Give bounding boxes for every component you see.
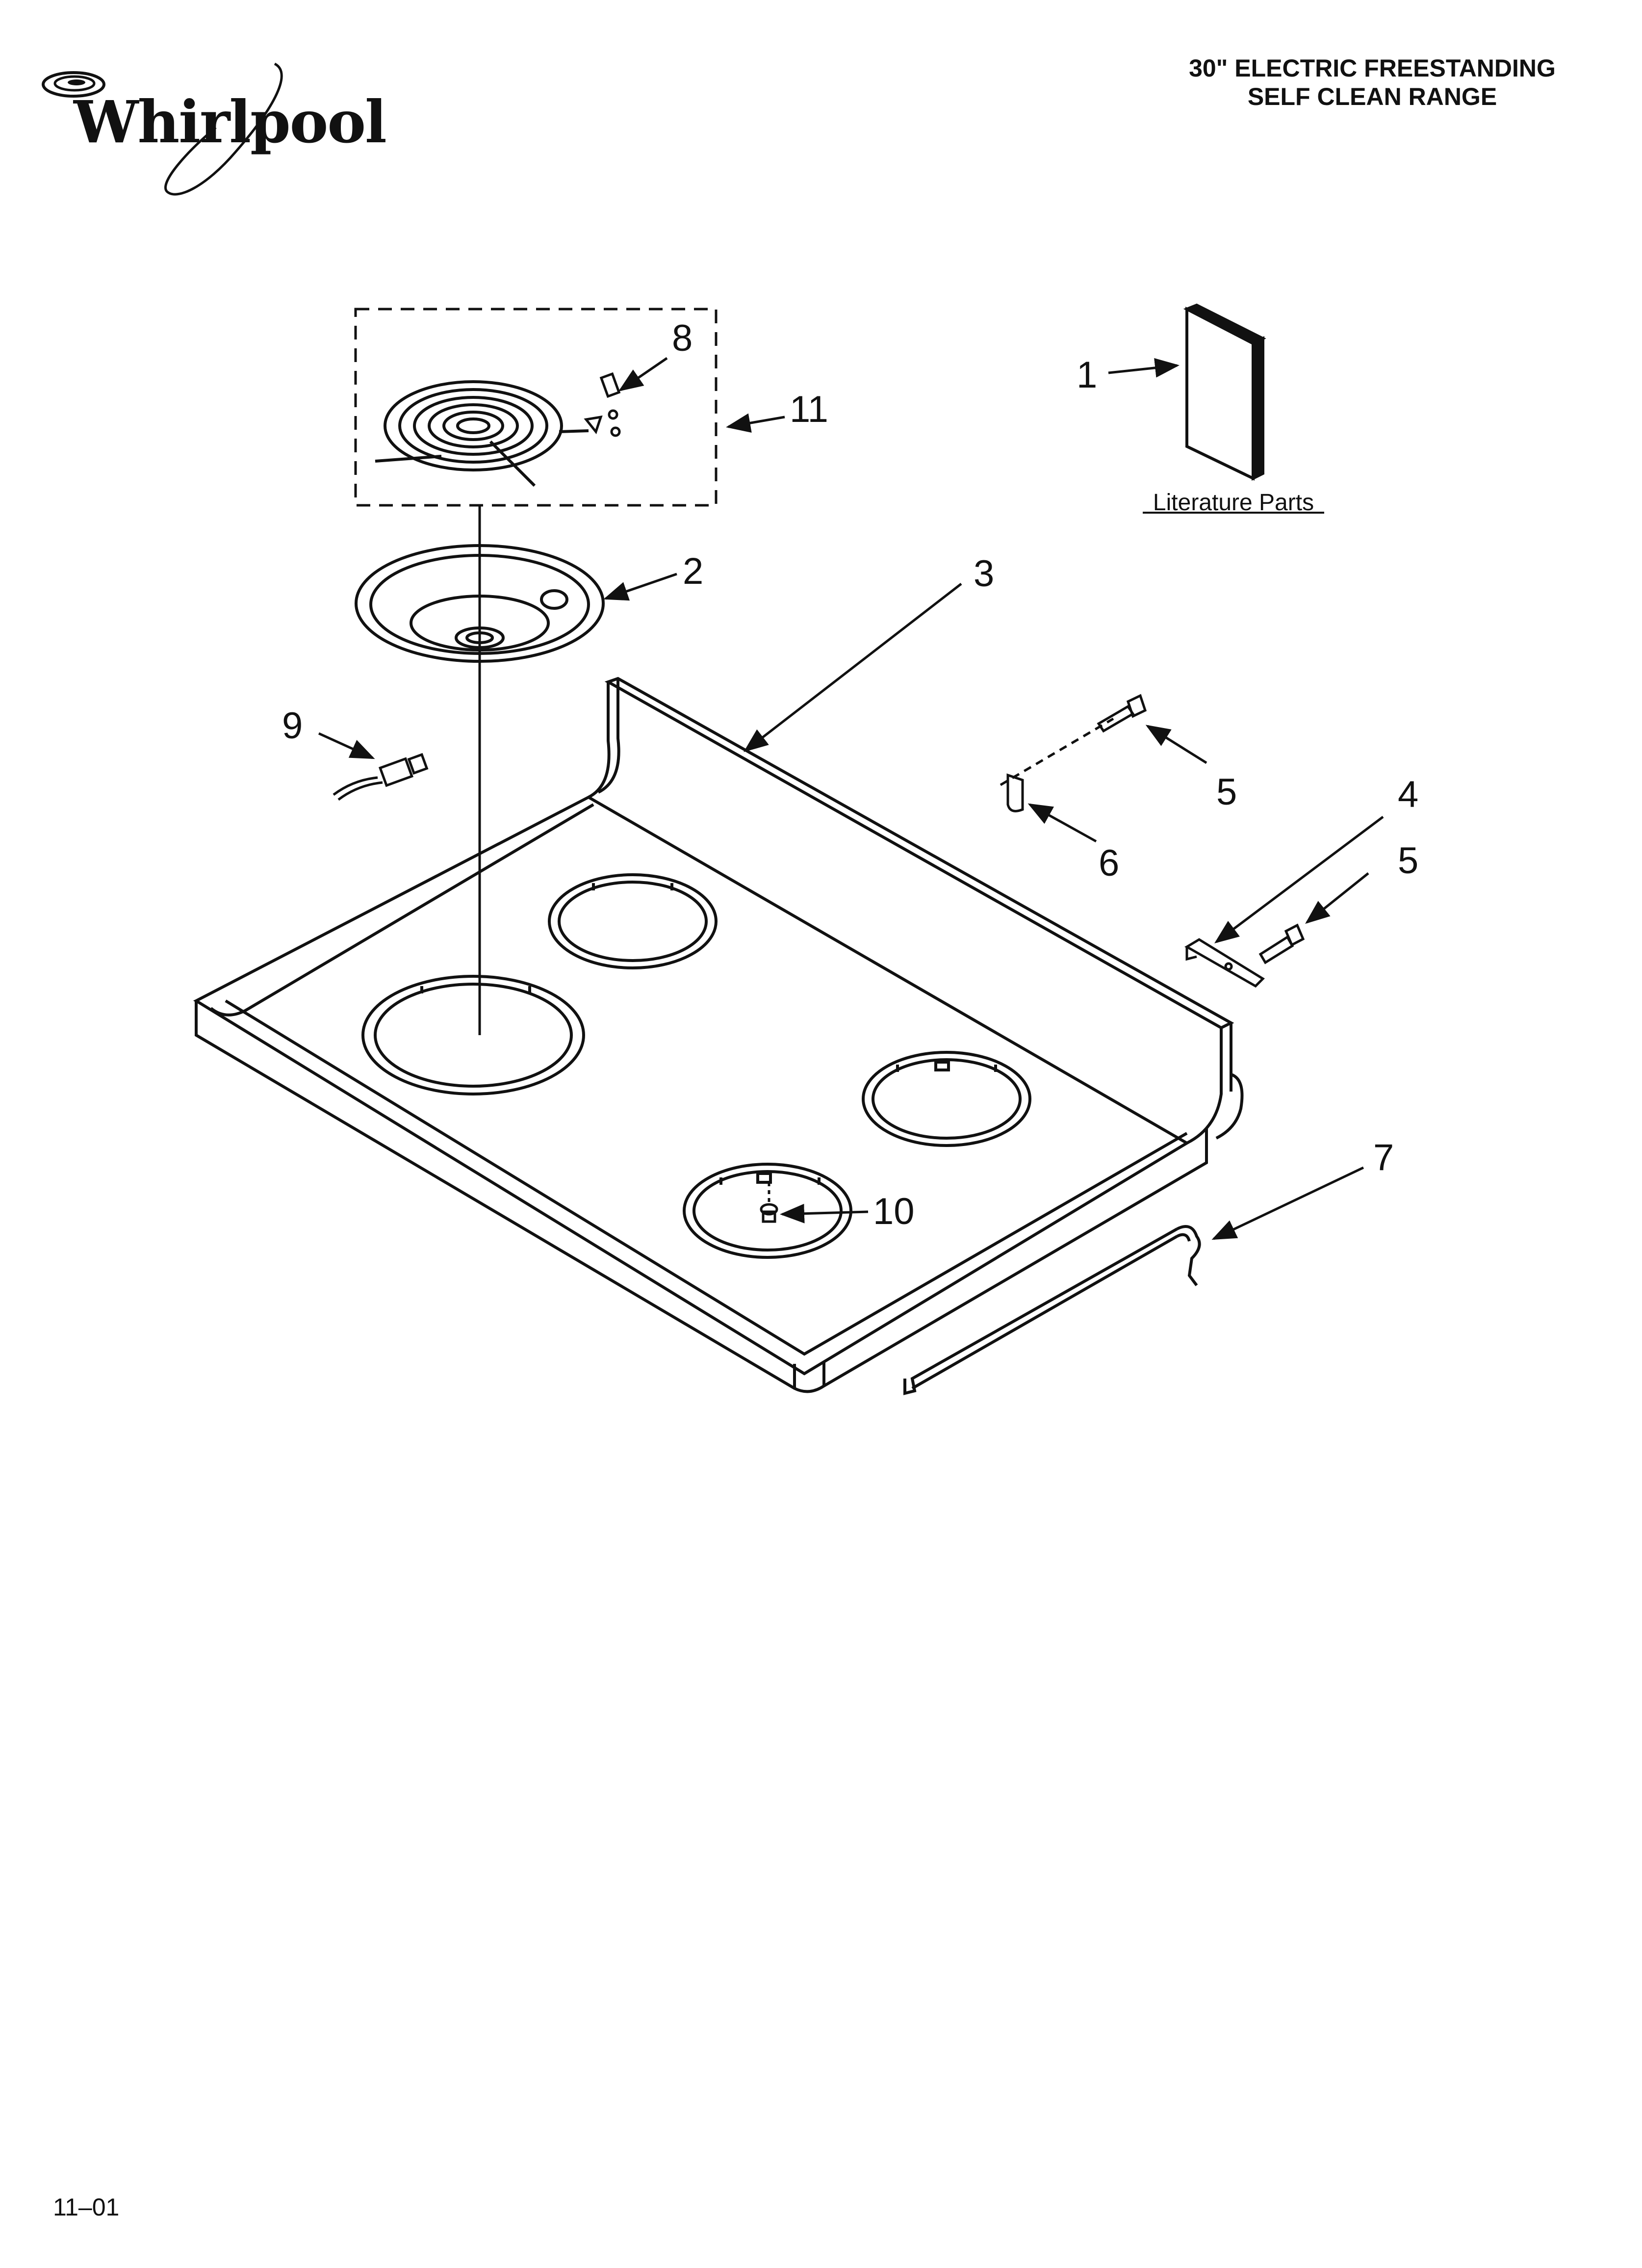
literature-parts xyxy=(1183,303,1266,481)
callout-leaders xyxy=(318,357,1384,1240)
leader-2 xyxy=(603,573,677,601)
title-line-1: 30" ELECTRIC FREESTANDING xyxy=(1189,54,1556,82)
leader-7 xyxy=(1211,1166,1364,1240)
screw-5-upper xyxy=(1097,694,1147,733)
callout-5-upper: 5 xyxy=(1216,771,1237,813)
cooktop xyxy=(193,677,1244,1393)
screw-10 xyxy=(760,1182,778,1223)
callout-1: 1 xyxy=(1077,354,1097,396)
leader-3 xyxy=(744,583,962,753)
surface-element-coil xyxy=(375,380,589,487)
leader-10 xyxy=(780,1203,869,1224)
callout-9: 9 xyxy=(282,705,303,747)
wire-connector xyxy=(333,753,429,801)
drip-bowl xyxy=(355,544,605,663)
page-title: 30" ELECTRIC FREESTANDING SELF CLEAN RAN… xyxy=(1152,54,1593,111)
document-code: 11–01 xyxy=(53,2193,120,2221)
support-rod-7 xyxy=(903,1225,1201,1395)
callout-10: 10 xyxy=(873,1191,915,1232)
leader-11 xyxy=(726,413,785,433)
terminal-block xyxy=(584,372,621,437)
surface-element-group xyxy=(354,308,718,507)
callout-5-lower: 5 xyxy=(1398,840,1418,882)
literature-parts-label: Literature Parts xyxy=(1153,490,1314,516)
leader-4 xyxy=(1214,816,1384,943)
title-line-2: SELF CLEAN RANGE xyxy=(1247,83,1497,110)
mounting-clip-6 xyxy=(1000,717,1114,812)
callout-4: 4 xyxy=(1398,774,1418,815)
callout-2: 2 xyxy=(683,550,703,592)
leader-6 xyxy=(1027,803,1097,843)
leader-5-lower xyxy=(1305,872,1369,924)
whirlpool-swirl-logo-icon xyxy=(42,62,283,196)
callout-6: 6 xyxy=(1099,842,1119,884)
callout-11: 11 xyxy=(790,389,828,430)
leader-8 xyxy=(618,357,668,391)
brand-wordmark: Whirlpool xyxy=(74,88,387,156)
screw-5-lower xyxy=(1258,923,1305,965)
callout-8: 8 xyxy=(672,317,693,359)
bracket-4 xyxy=(1184,938,1265,988)
whirlpool-logo: Whirlpool xyxy=(39,54,387,211)
leader-5-upper xyxy=(1145,725,1207,764)
callout-7: 7 xyxy=(1373,1137,1394,1178)
leader-9 xyxy=(318,732,375,759)
leader-1 xyxy=(1108,358,1180,378)
callout-3: 3 xyxy=(974,553,994,595)
